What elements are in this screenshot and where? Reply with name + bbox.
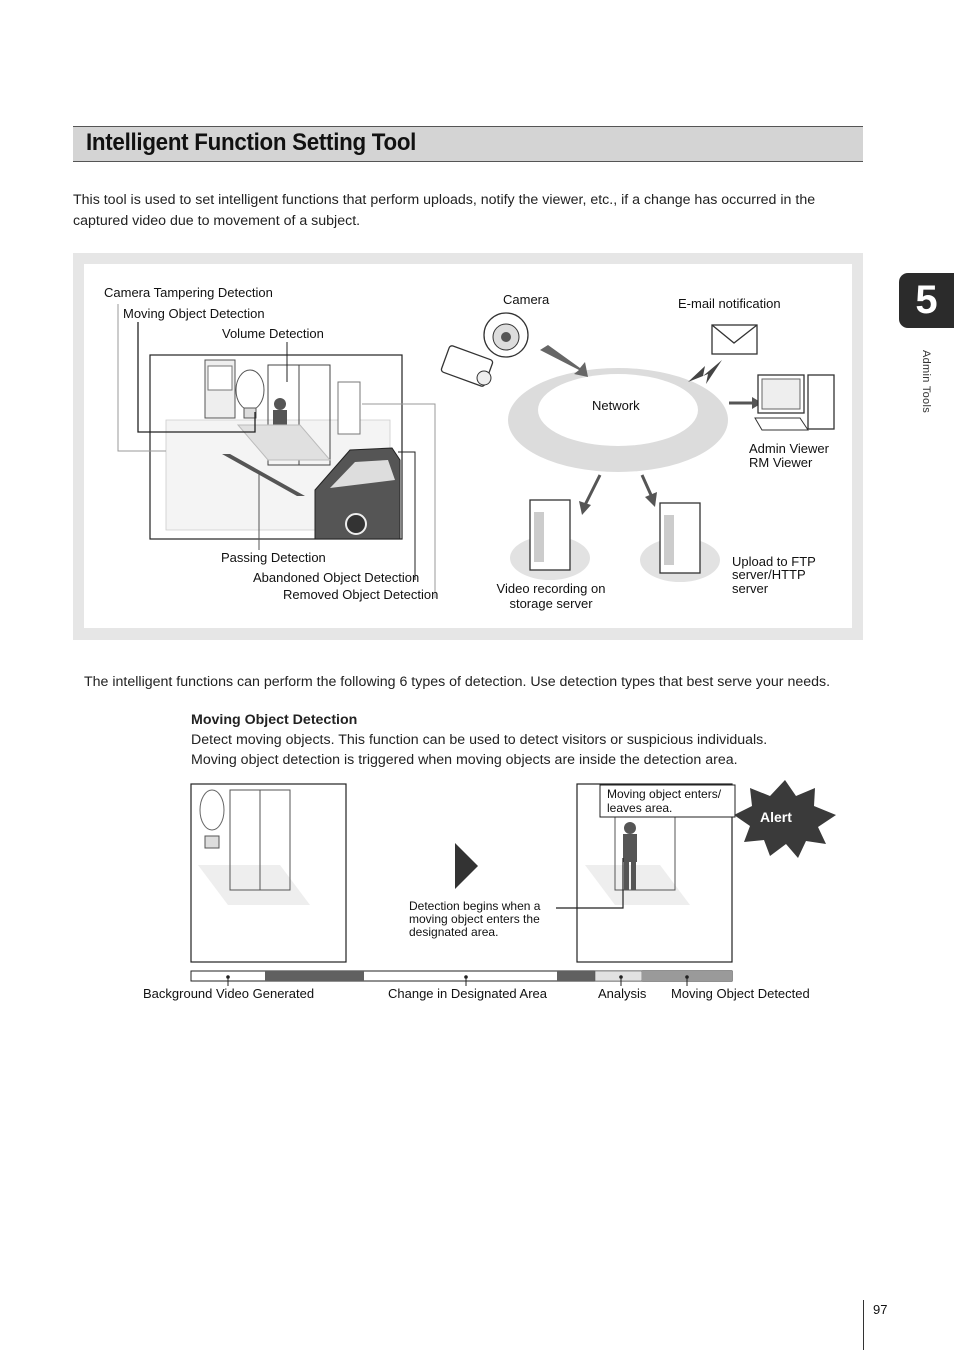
label-camera: Camera — [503, 292, 550, 307]
label-abandoned: Abandoned Object Detection — [253, 570, 420, 585]
page-number: 97 — [873, 1302, 888, 1317]
detection-note-3: designated area. — [409, 925, 499, 939]
callout-line-1: Moving object enters/ — [607, 787, 722, 801]
label-ftp-3: server — [732, 581, 769, 596]
chapter-tab[interactable]: 5 — [899, 273, 954, 328]
intro-line-1: This tool is used to set intelligent fun… — [73, 192, 816, 208]
section-body-1: Detect moving objects. This function can… — [191, 732, 768, 748]
timeline-label-analysis: Analysis — [598, 986, 647, 1001]
label-ftp-1: Upload to FTP — [732, 554, 816, 569]
label-email: E-mail notification — [678, 296, 781, 311]
section-heading: Moving Object Detection — [191, 712, 358, 728]
alert-badge: Alert — [760, 809, 792, 825]
detection-note-2: moving object enters the — [409, 912, 540, 926]
label-moving-object: Moving Object Detection — [123, 306, 265, 321]
label-camera-tampering: Camera Tampering Detection — [104, 285, 273, 300]
timeline-label-background: Background Video Generated — [143, 986, 315, 1001]
label-admin-viewer: Admin Viewer — [749, 441, 829, 456]
label-video-recording-2: storage server — [509, 596, 593, 611]
section-body-2: Moving object detection is triggered whe… — [191, 752, 738, 768]
timeline-label-detected: Moving Object Detected — [671, 986, 810, 1001]
page-title: Intelligent Function Setting Tool — [86, 129, 417, 156]
label-passing: Passing Detection — [221, 550, 326, 565]
intro-line-2: captured video due to movement of a subj… — [73, 213, 361, 229]
timeline-label-change: Change in Designated Area — [388, 986, 548, 1001]
types-intro: The intelligent functions can perform th… — [84, 674, 831, 690]
page-number-rule — [863, 1300, 864, 1350]
section-title-bar: Intelligent Function Setting Tool — [73, 126, 863, 162]
label-ftp-2: server/HTTP — [732, 567, 806, 582]
label-removed: Removed Object Detection — [283, 587, 439, 602]
label-volume: Volume Detection — [222, 326, 324, 341]
chapter-label: Admin Tools — [920, 350, 932, 414]
detection-note-1: Detection begins when a — [409, 899, 541, 913]
label-network: Network — [592, 398, 640, 413]
label-video-recording-1: Video recording on — [496, 581, 606, 596]
label-rm-viewer: RM Viewer — [749, 455, 813, 470]
callout-line-2: leaves area. — [607, 801, 673, 815]
